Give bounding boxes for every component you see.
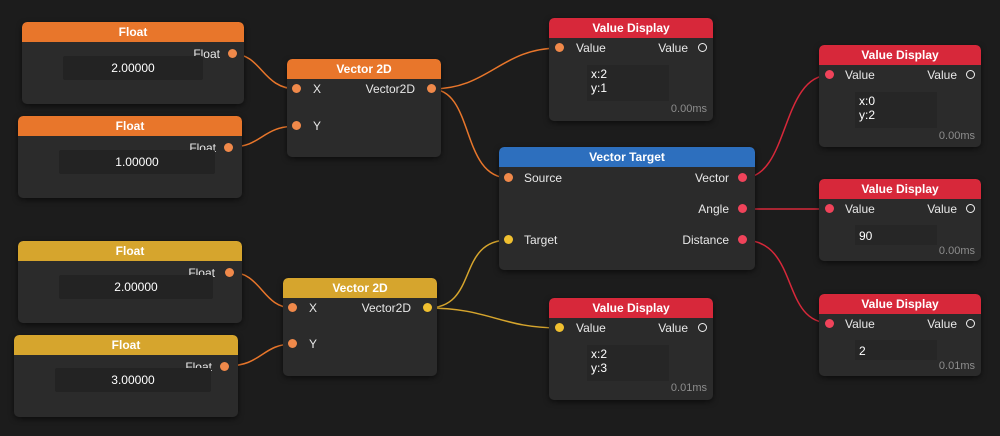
wire-target-distance-to-display5 [742, 239, 831, 324]
value-line-1: 2 [859, 344, 866, 358]
value-readout: 2 [855, 340, 937, 360]
input-socket[interactable] [555, 43, 564, 52]
value-line-2: y:2 [859, 108, 876, 122]
input-socket[interactable] [555, 323, 564, 332]
value-line-1: x:2 [591, 67, 608, 81]
port-label: Value [845, 317, 875, 331]
wire-vec2d1-to-display1 [430, 47, 561, 90]
port-label: Target [524, 233, 558, 247]
wire-vec2d2-to-target [426, 239, 510, 309]
input-port-value[interactable]: Value [819, 67, 981, 83]
node-title[interactable]: Value Display [549, 298, 713, 318]
input-port-value[interactable]: Value [819, 201, 981, 217]
wire-vec2d1-to-target-source [430, 88, 510, 179]
input-socket[interactable] [292, 121, 301, 130]
node-title[interactable]: Vector 2D [283, 278, 437, 298]
output-socket[interactable] [738, 204, 747, 213]
input-port-x[interactable]: X [283, 300, 437, 316]
float-value-field[interactable]: 2.00000 [63, 56, 203, 80]
output-socket[interactable] [224, 143, 233, 152]
value-display-node-2[interactable]: Value Display Value Value x:2 y:3 0.01ms [549, 298, 713, 400]
input-port-y[interactable]: Y [287, 118, 441, 134]
node-title[interactable]: Float [22, 22, 244, 42]
node-title[interactable]: Float [18, 116, 242, 136]
output-socket[interactable] [228, 49, 237, 58]
node-title[interactable]: Float [18, 241, 242, 261]
value-display-node-3[interactable]: Value Display Value Value x:0 y:2 0.00ms [819, 45, 981, 147]
float-node-4[interactable]: Float Float 3.00000 [14, 335, 238, 417]
input-socket[interactable] [825, 204, 834, 213]
value-line-1: 90 [859, 229, 873, 243]
output-socket[interactable] [225, 268, 234, 277]
input-socket[interactable] [288, 339, 297, 348]
input-socket[interactable] [825, 319, 834, 328]
input-port-target[interactable]: Target [499, 232, 755, 248]
value-display-node-4[interactable]: Value Display Value Value 90 0.00ms [819, 179, 981, 261]
value-line-2: y:1 [591, 81, 608, 95]
vector2d-node-1[interactable]: Vector 2D X Vector2D Y [287, 59, 441, 157]
value-display-node-5[interactable]: Value Display Value Value 2 0.01ms [819, 294, 981, 376]
node-title[interactable]: Vector 2D [287, 59, 441, 79]
port-label: Y [309, 337, 318, 351]
value-display-node-1[interactable]: Value Display Value Value x:2 y:1 0.00ms [549, 18, 713, 121]
float-node-2[interactable]: Float Float 1.00000 [18, 116, 242, 198]
float-node-3[interactable]: Float Float 2.00000 [18, 241, 242, 323]
port-label: Value [845, 68, 875, 82]
input-socket[interactable] [825, 70, 834, 79]
input-port-y[interactable]: Y [283, 336, 437, 352]
wire-vec2d2-to-display2 [426, 307, 561, 329]
node-title[interactable]: Value Display [819, 294, 981, 314]
node-title[interactable]: Value Display [819, 45, 981, 65]
input-socket[interactable] [504, 235, 513, 244]
eval-time: 0.01ms [938, 360, 975, 372]
port-label: Value [576, 41, 606, 55]
node-title[interactable]: Value Display [819, 179, 981, 199]
node-title[interactable]: Vector Target [499, 147, 755, 167]
port-label: X [313, 82, 322, 96]
port-label: Angle [698, 202, 729, 216]
output-socket[interactable] [220, 362, 229, 371]
value-readout: x:0 y:2 [855, 92, 937, 128]
port-label: Value [845, 202, 875, 216]
float-node-1[interactable]: Float Float 2.00000 [22, 22, 244, 104]
value-line-2: y:3 [591, 361, 608, 375]
port-label: Source [524, 171, 563, 185]
port-label: Y [313, 119, 322, 133]
port-label: X [309, 301, 318, 315]
vector-target-node[interactable]: Vector Target Source Vector Angle Target… [499, 147, 755, 270]
output-port-angle[interactable]: Angle [499, 201, 755, 217]
eval-time: 0.00ms [938, 130, 975, 142]
input-port-value[interactable]: Value [549, 40, 713, 56]
input-socket[interactable] [288, 303, 297, 312]
float-value-field[interactable]: 3.00000 [55, 368, 211, 392]
value-readout: x:2 y:1 [587, 65, 669, 101]
node-title[interactable]: Float [14, 335, 238, 355]
eval-time: 0.00ms [938, 245, 975, 257]
value-line-1: x:0 [859, 94, 876, 108]
wire-target-vector-to-display3 [742, 74, 831, 179]
float-value-field[interactable]: 2.00000 [59, 275, 213, 299]
eval-time: 0.01ms [670, 382, 707, 394]
port-label: Value [576, 321, 606, 335]
float-value-field[interactable]: 1.00000 [59, 150, 215, 174]
node-title[interactable]: Value Display [549, 18, 713, 38]
input-port-x[interactable]: X [287, 81, 441, 97]
vector2d-node-2[interactable]: Vector 2D X Vector2D Y [283, 278, 437, 376]
value-readout: x:2 y:3 [587, 345, 669, 381]
value-readout: 90 [855, 225, 937, 245]
input-socket[interactable] [292, 84, 301, 93]
input-port-value[interactable]: Value [819, 316, 981, 332]
input-port-source[interactable]: Source [499, 170, 755, 186]
input-socket[interactable] [504, 173, 513, 182]
input-port-value[interactable]: Value [549, 320, 713, 336]
eval-time: 0.00ms [670, 103, 707, 115]
value-line-1: x:2 [591, 347, 608, 361]
